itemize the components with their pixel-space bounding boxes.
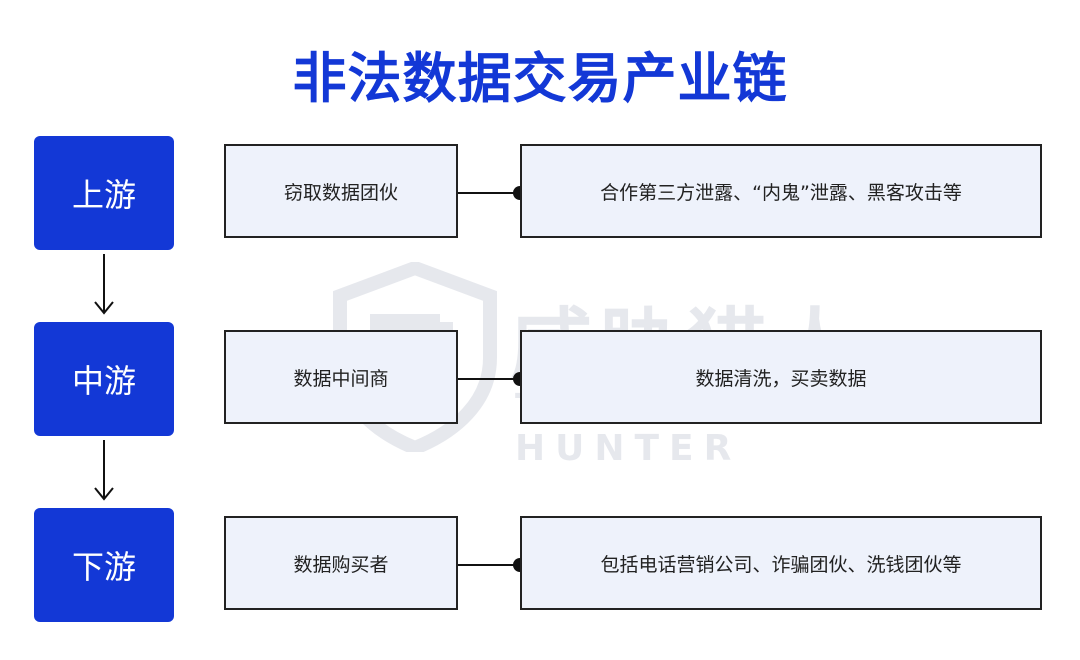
connector-downstream <box>458 558 527 572</box>
stage-upstream: 上游 <box>34 136 174 250</box>
arrow-down-2 <box>94 440 114 501</box>
detail-box-downstream: 包括电话营销公司、诈骗团伙、洗钱团伙等 <box>520 516 1042 610</box>
stage-midstream: 中游 <box>34 322 174 436</box>
diagram-title: 非法数据交易产业链 <box>292 47 788 110</box>
detail-box-midstream: 数据清洗，买卖数据 <box>520 330 1042 424</box>
arrow-down-1 <box>94 254 114 315</box>
connector-midstream <box>458 372 527 386</box>
connector-upstream <box>458 186 527 200</box>
actor-box-upstream: 窃取数据团伙 <box>224 144 458 238</box>
detail-box-upstream: 合作第三方泄露、“内鬼”泄露、黑客攻击等 <box>520 144 1042 238</box>
stage-downstream: 下游 <box>34 508 174 622</box>
actor-box-downstream: 数据购买者 <box>224 516 458 610</box>
actor-box-midstream: 数据中间商 <box>224 330 458 424</box>
